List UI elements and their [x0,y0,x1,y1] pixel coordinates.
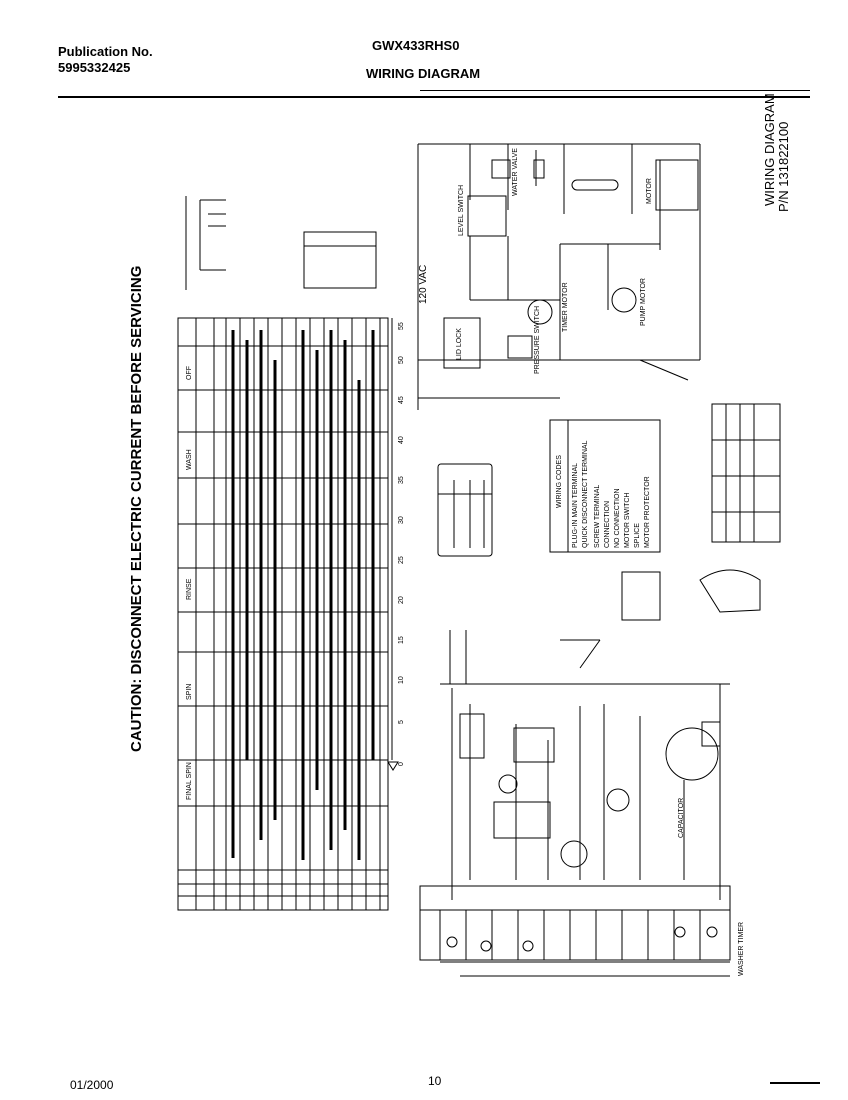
tick-label: 5 [398,720,405,724]
tick-label: 55 [398,322,405,330]
tick-label: 45 [398,396,405,404]
model-number: GWX433RHS0 [372,38,460,53]
legend-item: SCREW TERMINAL [594,484,601,548]
service-cord [621,569,761,621]
cycle-label: FINAL SPIN [186,762,193,800]
cycle-label: SPIN [186,683,193,700]
timer-contact-bars [231,330,375,860]
cycle-label: OFF [186,366,193,380]
header-rule [58,96,810,98]
cycle-label: RINSE [186,578,193,600]
diagram-title: WIRING DIAGRAM [762,93,777,206]
caution-notice: CAUTION: DISCONNECT ELECTRIC CURRENT BEF… [128,265,145,752]
voltage-label: 120 VAC [418,264,429,304]
legend-title: WIRING CODES [556,455,563,508]
tick-label: 30 [398,516,405,524]
pictorial-schematic [419,630,731,977]
level-switch-label: LEVEL SWITCH [458,184,465,236]
tick-label: 0 [398,762,405,766]
legend-item: MOTOR PROTECTOR [644,476,651,548]
pressure-switch-label: PRESSURE SWITCH [534,305,541,374]
diagram-part-number: P/N 131822100 [776,121,791,212]
legend-item: CONNECTION [604,500,611,548]
page-number: 10 [428,1074,442,1088]
tick-label: 15 [398,636,405,644]
capacitor-label: CAPACITOR [678,797,685,838]
lid-lock-label: LID LOCK [456,328,463,360]
ladder-schematic [417,143,701,410]
timer-motor-label: TIMER MOTOR [562,282,569,332]
wiring-codes-legend [549,419,661,553]
header-rule-upper [420,90,810,91]
timer-contact-table [711,403,781,543]
tick-label: 10 [398,676,405,684]
spray-detail [185,196,226,290]
tick-label: 50 [398,356,405,364]
footer-date: 01/2000 [70,1078,114,1092]
tick-label: 35 [398,476,405,484]
legend-item: SPLICE [634,523,641,548]
motor-label: MOTOR [646,178,653,204]
footer-rule [770,1082,820,1084]
publication-number: 5995332425 [58,60,131,75]
page-title: WIRING DIAGRAM [366,66,481,81]
water-valve-label: WATER VALVE [512,148,519,196]
switch-position-box [303,231,377,289]
washer-timer-label: WASHER TIMER [738,921,745,976]
tick-label: 40 [398,436,405,444]
tick-label: 25 [398,556,405,564]
publication-label: Publication No. [58,44,153,59]
pump-motor-label: PUMP MOTOR [640,278,647,326]
tick-label: 20 [398,596,405,604]
legend-item: QUICK DISCONNECT TERMINAL [582,440,589,548]
legend-item: MOTOR SWITCH [624,492,631,548]
cycle-label: WASH [186,449,193,470]
plug-connector [437,463,493,557]
timer-sequence-chart [177,317,389,911]
legend-item: NO CONNECTION [614,488,621,549]
legend-item: PLUG-IN MAIN TERMINAL [572,462,579,548]
